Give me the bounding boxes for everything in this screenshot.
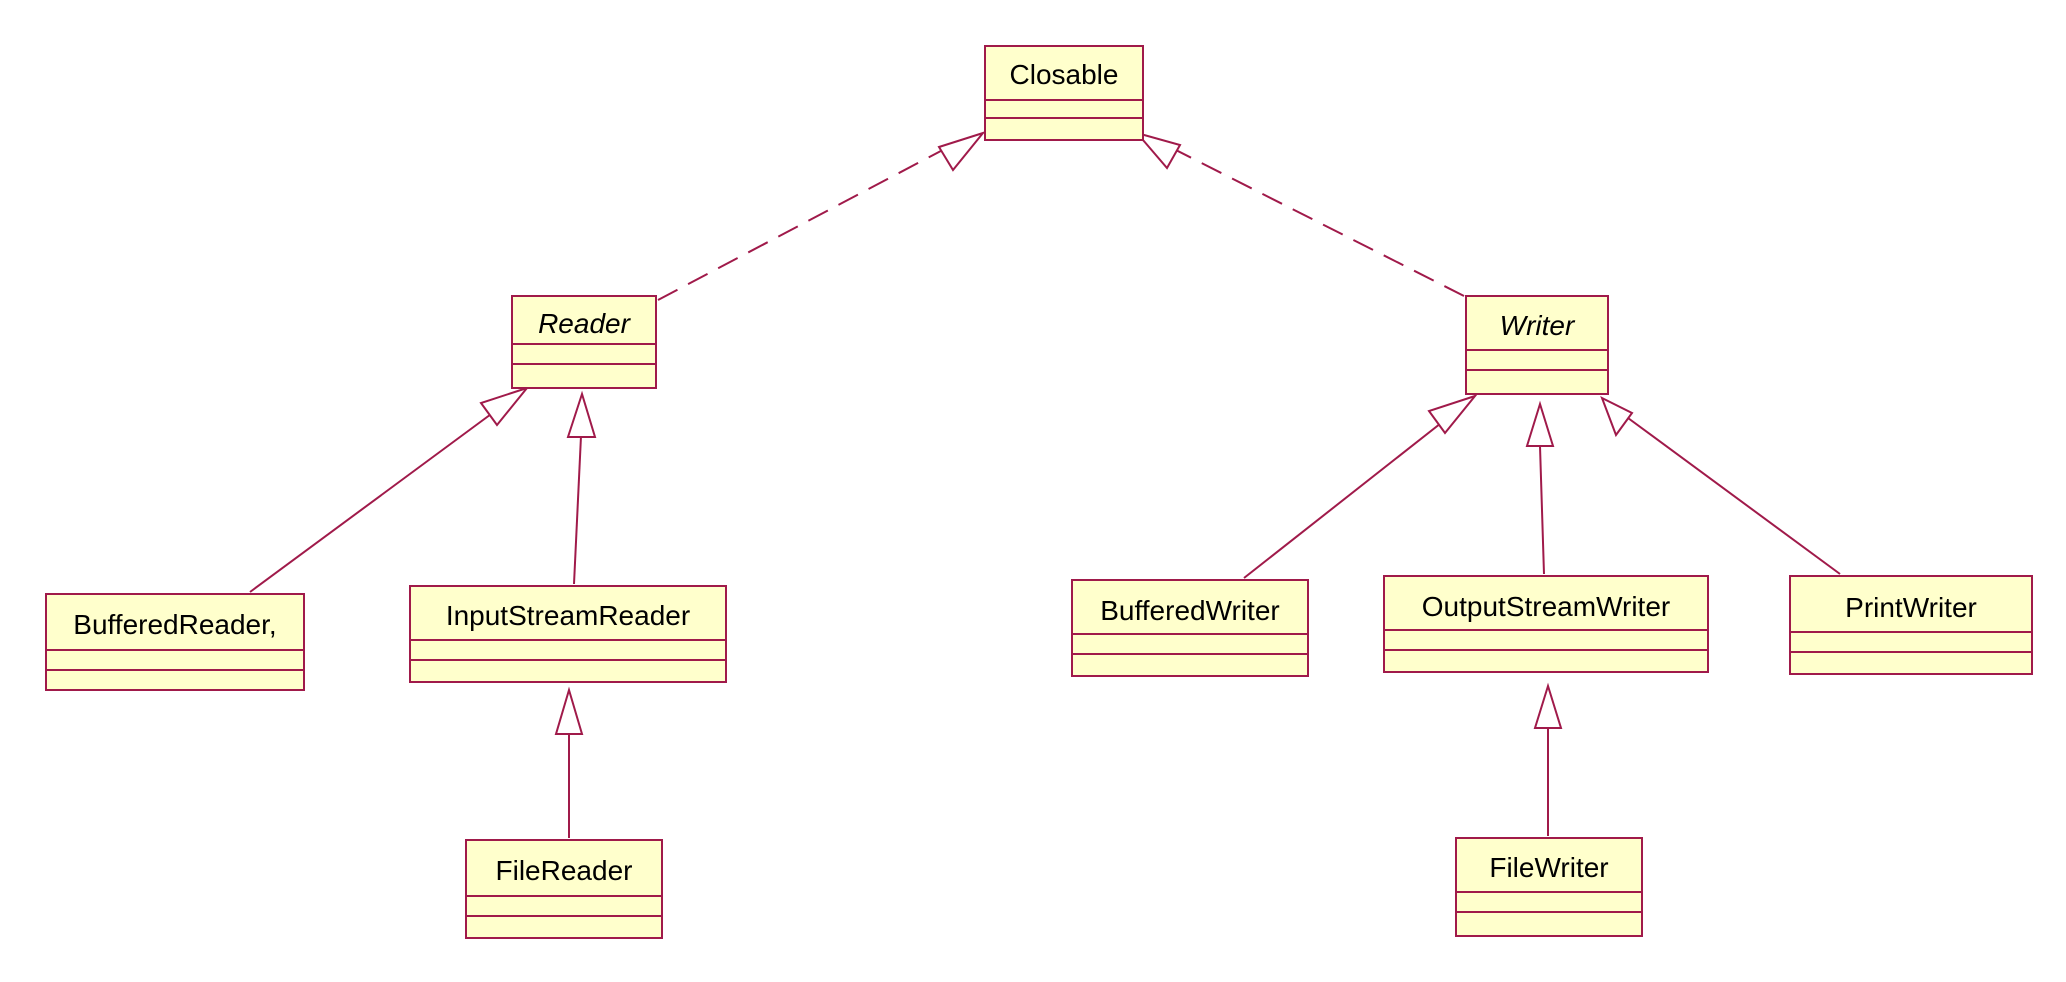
class-printwriter-name: PrintWriter [1845,592,1977,623]
arrowhead-filewriter-outputstreamwriter [1533,682,1563,729]
class-outputstreamwriter-name: OutputStreamWriter [1422,591,1670,622]
class-filewriter-name: FileWriter [1489,852,1608,883]
class-outputstreamwriter-box [1383,575,1709,673]
arrowhead-outputstreamwriter-writer [1525,400,1555,447]
class-closable-name: Closable [1010,59,1119,90]
class-filewriter[interactable]: FileWriter [1455,837,1643,937]
class-bufferedreader[interactable]: BufferedReader, [45,593,305,691]
class-writer-name: Writer [1500,310,1576,341]
arrowhead-reader-closable [937,131,986,172]
class-bufferedreader-name: BufferedReader, [73,609,276,640]
class-inputstreamreader[interactable]: InputStreamReader [409,585,727,683]
class-closable-box [984,45,1144,141]
class-filewriter-box [1455,837,1643,937]
class-writer[interactable]: Writer [1465,295,1609,395]
class-reader-name: Reader [538,308,632,339]
class-inputstreamreader-box [409,585,727,683]
class-bufferedwriter[interactable]: BufferedWriter [1071,579,1309,677]
class-filereader[interactable]: FileReader [465,839,663,939]
arrowhead-printwriter-writer [1600,395,1634,438]
arrowhead-inputstreamreader-reader [566,390,597,438]
class-filereader-box [465,839,663,939]
class-reader-box [511,295,657,389]
relation-printwriter-writer [1627,417,1841,575]
class-inputstreamreader-name: InputStreamReader [446,600,690,631]
arrowhead-writer-closable [1134,131,1182,170]
relation-bufferedwriter-writer [1243,415,1451,579]
relations [249,143,1841,838]
class-bufferedwriter-box [1071,579,1309,677]
class-printwriter[interactable]: PrintWriter [1789,575,2033,675]
class-outputstreamwriter[interactable]: OutputStreamWriter [1383,575,1709,673]
relation-bufferedreader-reader [249,405,503,593]
arrowhead-filereader-inputstreamreader [554,686,584,735]
relation-inputstreamreader-reader [573,435,582,585]
class-reader[interactable]: Reader [511,295,657,389]
class-printwriter-box [1789,575,2033,675]
class-bufferedreader-box [45,593,305,691]
relation-writer-closable [1163,143,1465,297]
arrowhead-bufferedreader-reader [479,385,530,427]
class-bufferedwriter-name: BufferedWriter [1100,595,1279,626]
class-writer-box [1465,295,1609,395]
class-closable[interactable]: Closable [984,45,1144,141]
arrow-heads [479,131,1634,735]
relation-outputstreamwriter-writer [1539,445,1545,575]
arrowhead-bufferedwriter-writer [1427,393,1478,435]
relation-reader-closable [657,143,955,301]
class-filereader-name: FileReader [496,855,633,886]
